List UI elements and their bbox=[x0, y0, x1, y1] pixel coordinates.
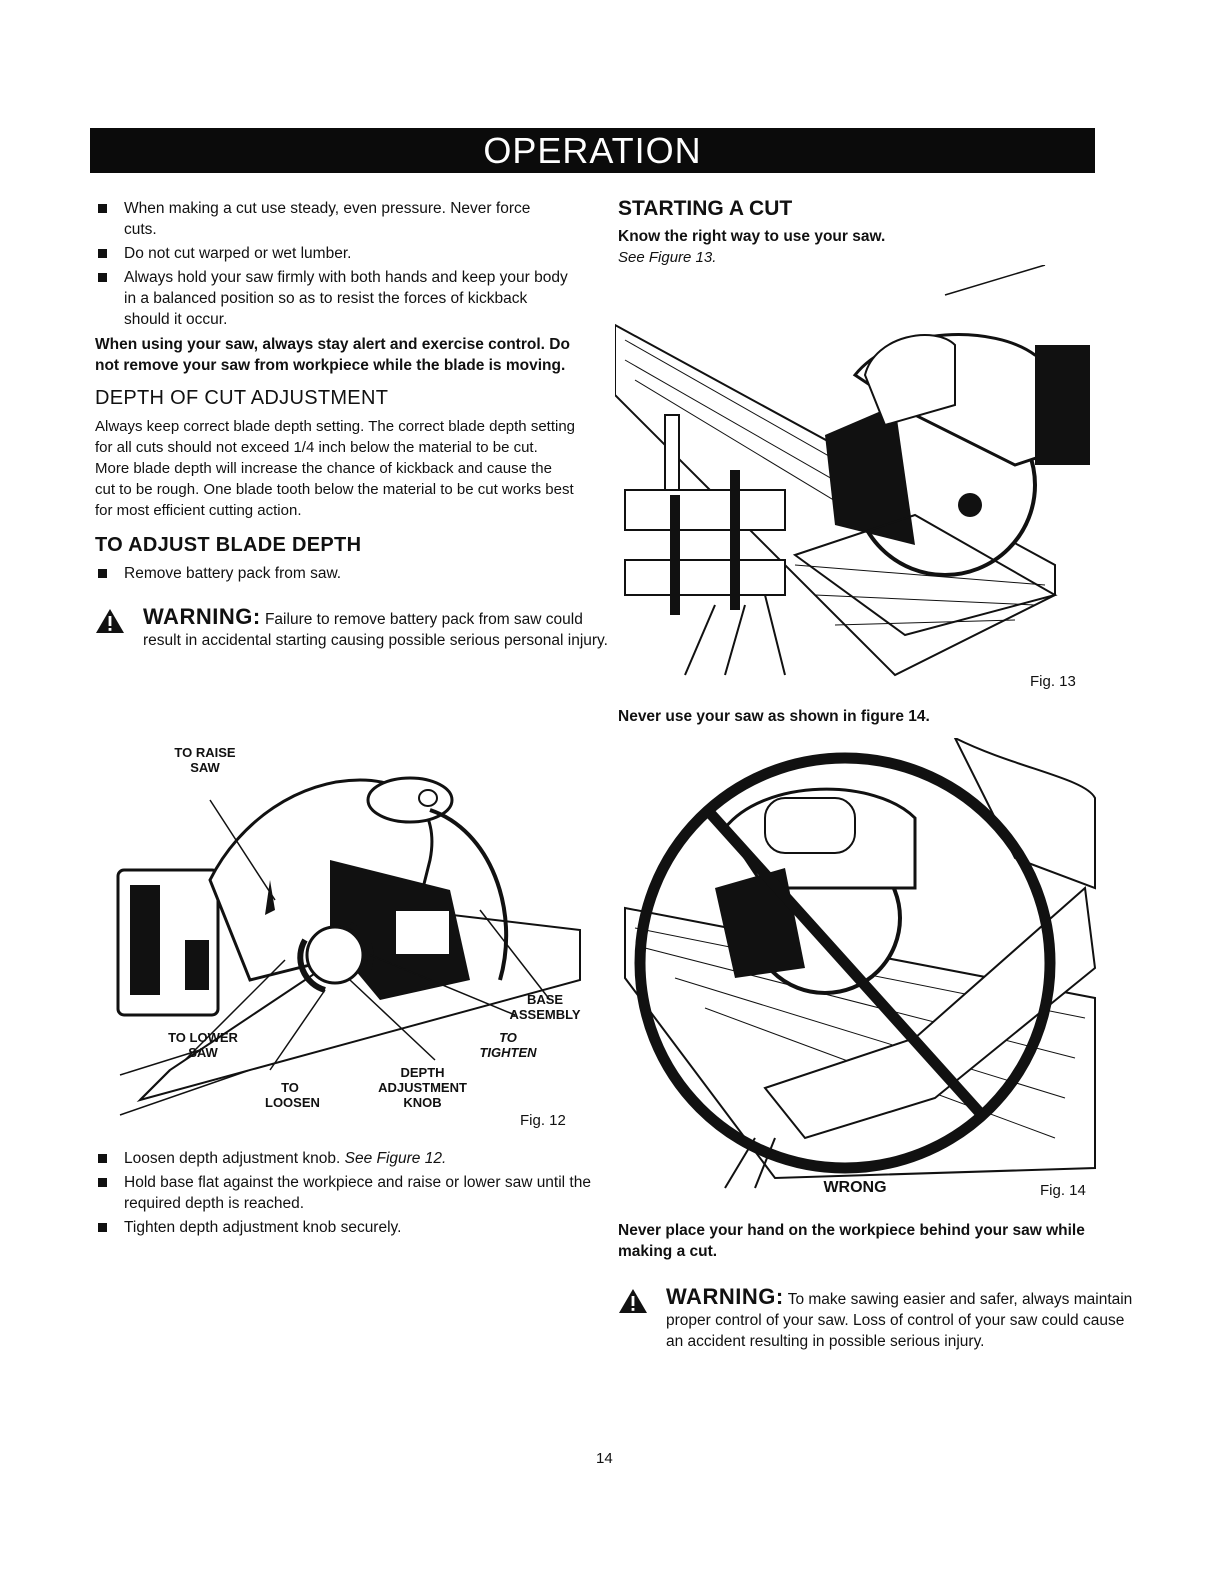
warning-block: WARNING: Failure to remove battery pack … bbox=[95, 606, 623, 651]
warning-text: To make sawing easier and safer, always … bbox=[666, 1291, 1133, 1350]
callout-base: BASE ASSEMBLY bbox=[509, 992, 581, 1022]
saw-on-clamped-board-illustration bbox=[614, 264, 1090, 677]
warning-text: Failure to remove battery pack from saw … bbox=[143, 611, 608, 649]
left-column-bottom: Loosen depth adjustment knob. See Figure… bbox=[95, 1148, 591, 1241]
callout-raise: TO RAISE SAW bbox=[174, 745, 236, 775]
depth-paragraph: Always keep correct blade depth setting.… bbox=[95, 418, 576, 519]
list-item: Do not cut warped or wet lumber. bbox=[95, 243, 585, 264]
start-heading: STARTING A CUT bbox=[618, 197, 793, 220]
list-item: Tighten depth adjustment knob securely. bbox=[95, 1217, 585, 1238]
figure-reference: See Figure 13. bbox=[618, 249, 717, 266]
list-item: Remove battery pack from saw. bbox=[95, 563, 585, 584]
depth-heading: DEPTH OF CUT ADJUSTMENT bbox=[95, 387, 389, 409]
warning-icon bbox=[96, 609, 124, 633]
list-item-text: Loosen depth adjustment knob. bbox=[124, 1150, 341, 1167]
left-column: When making a cut use steady, even press… bbox=[95, 198, 608, 651]
wrong-usage-illustration bbox=[624, 735, 1097, 1189]
never-use-text: Never use your saw as shown in figure 14… bbox=[618, 706, 1098, 727]
right-column-bottom: Never place your hand on the workpiece b… bbox=[618, 1220, 1132, 1352]
list-item: When making a cut use steady, even press… bbox=[95, 198, 554, 240]
figure-reference: See Figure 12. bbox=[344, 1150, 447, 1167]
figure-14: WRONG Fig. 14 bbox=[615, 735, 1100, 1208]
callout-knob: DEPTH ADJUSTMENT KNOB bbox=[378, 1065, 467, 1110]
know-text: Know the right way to use your saw. bbox=[618, 228, 886, 245]
figure-12-label: Fig. 12 bbox=[520, 1112, 566, 1129]
list-item: Always hold your saw firmly with both ha… bbox=[95, 267, 574, 330]
warning-label: WARNING: bbox=[666, 1284, 784, 1309]
never-place-caption: Never place your hand on the workpiece b… bbox=[618, 1222, 1085, 1260]
figure-12: TO RAISE SAW TO LOWER SAW TO LOOSEN DEPT… bbox=[110, 740, 590, 1140]
warning-label: WARNING: bbox=[143, 604, 261, 629]
figure-13-label: Fig. 13 bbox=[1030, 673, 1076, 690]
wrong-label: WRONG bbox=[823, 1179, 887, 1196]
caution-text: When using your saw, always stay alert a… bbox=[95, 336, 570, 374]
warning-block: WARNING: To make sawing easier and safer… bbox=[618, 1286, 1136, 1352]
figure-14-label: Fig. 14 bbox=[1040, 1182, 1086, 1199]
page-number: 14 bbox=[596, 1450, 613, 1467]
callout-lower: TO LOWER SAW bbox=[168, 1030, 238, 1060]
warning-icon bbox=[619, 1289, 647, 1313]
right-column: STARTING A CUT Know the right way to use… bbox=[618, 196, 1098, 268]
never-use-caption: Never use your saw as shown in figure 14… bbox=[618, 708, 930, 725]
adjust-heading: TO ADJUST BLADE DEPTH bbox=[95, 534, 362, 556]
list-item: Loosen depth adjustment knob. See Figure… bbox=[95, 1148, 585, 1169]
section-banner: OPERATION bbox=[90, 128, 1095, 173]
list-item: Hold base flat against the workpiece and… bbox=[95, 1172, 594, 1214]
callout-tighten: TO TIGHTEN bbox=[479, 1030, 537, 1060]
circular-saw-illustration bbox=[116, 776, 581, 1116]
figure-13: Fig. 13 bbox=[614, 264, 1095, 695]
callout-loosen: TO LOOSEN bbox=[265, 1080, 320, 1110]
